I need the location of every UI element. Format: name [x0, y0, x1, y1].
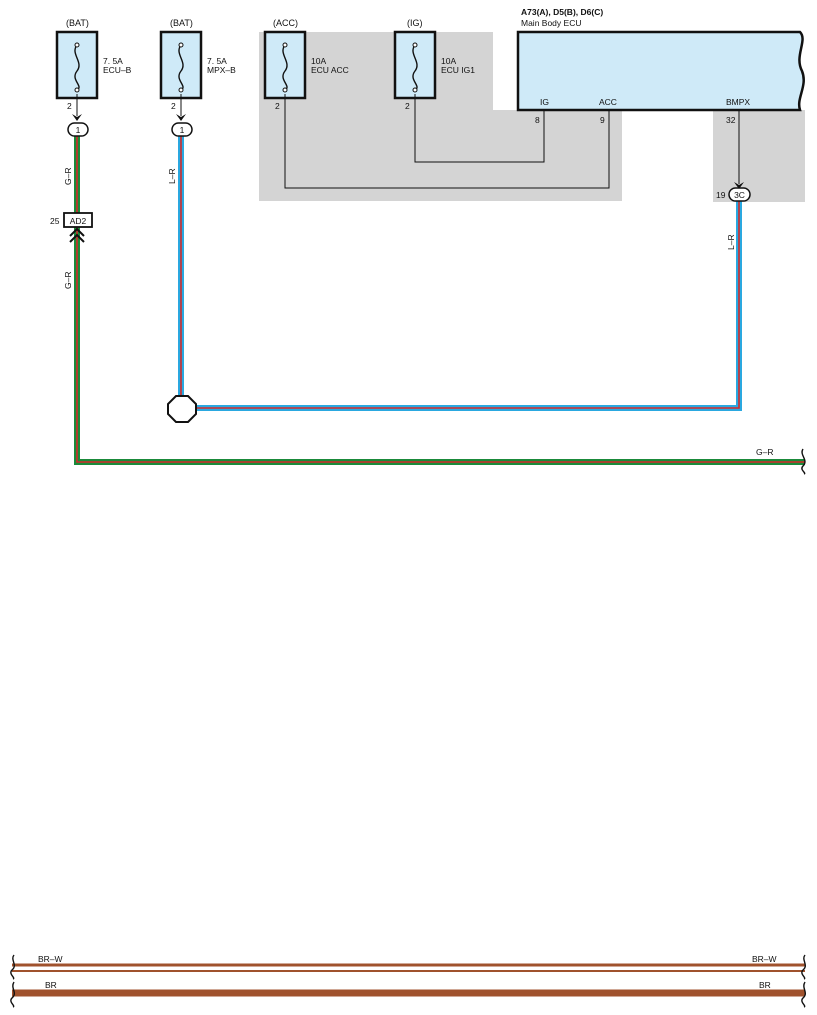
- wire-label-lr-right: L–R: [726, 234, 736, 250]
- wire-br-w-right-label: BR–W: [752, 954, 777, 964]
- chevron-up-icon: [69, 227, 85, 237]
- fuse-ecu-b-pin: 2: [67, 101, 72, 111]
- fuse-ecu-acc-rating: 10A: [311, 56, 326, 66]
- wire-br-right-label: BR: [759, 980, 771, 990]
- connector-ad2-pin: 25: [50, 216, 60, 226]
- arrow-down-icon: [734, 182, 744, 189]
- connector-ad2: 25 AD2: [50, 212, 93, 243]
- ecu-terminal-ig-pin: 8: [535, 115, 540, 125]
- wire-break-icon: [10, 981, 15, 1008]
- arrow-heads: [72, 114, 744, 189]
- fuse-mpx-b: (BAT) 7. 5A MPX–B 2: [159, 18, 236, 111]
- connector-ad2-label: AD2: [70, 216, 87, 226]
- wire-label-gr-bottom: G–R: [63, 272, 73, 289]
- wire-l-r: [178, 136, 742, 411]
- fuse-ecu-acc-pin: 2: [275, 101, 280, 111]
- fuse-symbol-icon: [282, 44, 288, 91]
- wire-g-r: [74, 136, 805, 465]
- junction-1-left-label: 1: [76, 125, 81, 135]
- ecu-connectors: A73(A), D5(B), D6(C): [521, 7, 603, 17]
- ecu-terminal-bmpx-label: BMPX: [726, 97, 750, 107]
- arrow-down-icon: [72, 114, 82, 121]
- main-body-ecu: A73(A), D5(B), D6(C) Main Body ECU IG AC…: [516, 7, 805, 125]
- connector-3c-label: 3C: [734, 190, 745, 200]
- fuse-ecu-b-supply: (BAT): [66, 18, 89, 28]
- ecu-box: [516, 30, 805, 112]
- fuse-ecu-b-rating: 7. 5A: [103, 56, 123, 66]
- fuse-ecu-b: (BAT) 7. 5A ECU–B 2: [55, 18, 132, 111]
- ecu-terminal-ig-label: IG: [540, 97, 549, 107]
- ecu-terminal-bmpx-pin: 32: [726, 115, 736, 125]
- junction-1-left: 1: [67, 122, 89, 137]
- fuse-symbol-icon: [178, 44, 184, 91]
- fuse-ecu-b-name: ECU–B: [103, 65, 132, 75]
- fuse-ecu-ig1: (IG) 10A ECU IG1 2: [393, 18, 475, 111]
- wire-label-gr-top: G–R: [63, 168, 73, 185]
- arrow-down-icon: [176, 114, 186, 121]
- wire-break-icon: [801, 981, 806, 1008]
- ecu-shaded-region: [259, 32, 622, 201]
- fuse-symbol-icon: [412, 44, 418, 91]
- wire-br-left-label: BR: [45, 980, 57, 990]
- fuse-ecu-acc-supply: (ACC): [273, 18, 298, 28]
- fuse-mpx-b-rating: 7. 5A: [207, 56, 227, 66]
- fuse-ecu-ig1-rating: 10A: [441, 56, 456, 66]
- junction-1-right: 1: [171, 122, 193, 137]
- wire-br-w: BR–W BR–W: [12, 954, 805, 972]
- chevron-up-icon: [69, 233, 85, 243]
- fuse-mpx-b-supply: (BAT): [170, 18, 193, 28]
- fuse-symbol-icon: [74, 44, 80, 91]
- connector-3c-pin: 19: [716, 190, 726, 200]
- ecu-name: Main Body ECU: [521, 18, 581, 28]
- fuse-ecu-ig1-name: ECU IG1: [441, 65, 475, 75]
- wire-break-icon: [801, 448, 806, 475]
- junction-1-right-label: 1: [180, 125, 185, 135]
- fuse-ecu-ig1-supply: (IG): [407, 18, 423, 28]
- internal-wires: [76, 94, 740, 189]
- wire-break-icon: [10, 954, 15, 980]
- fuse-ecu-acc-name: ECU ACC: [311, 65, 349, 75]
- fuse-mpx-b-pin: 2: [171, 101, 176, 111]
- wire-label-lr-left: L–R: [167, 168, 177, 184]
- wire-label-gr-end: G–R: [756, 447, 773, 457]
- wire-break-icon: [801, 954, 806, 980]
- ecu-terminal-acc-label: ACC: [599, 97, 617, 107]
- ecu-terminal-acc-pin: 9: [600, 115, 605, 125]
- splice-point: [167, 395, 197, 423]
- bmpx-shaded-region: [713, 110, 805, 202]
- connector-3c: 19 3C: [716, 187, 751, 202]
- wire-br: BR BR: [12, 980, 805, 997]
- fuse-mpx-b-name: MPX–B: [207, 65, 236, 75]
- wire-br-w-left-label: BR–W: [38, 954, 63, 964]
- wire-break-brackets: [10, 954, 806, 1008]
- fuse-ecu-ig1-pin: 2: [405, 101, 410, 111]
